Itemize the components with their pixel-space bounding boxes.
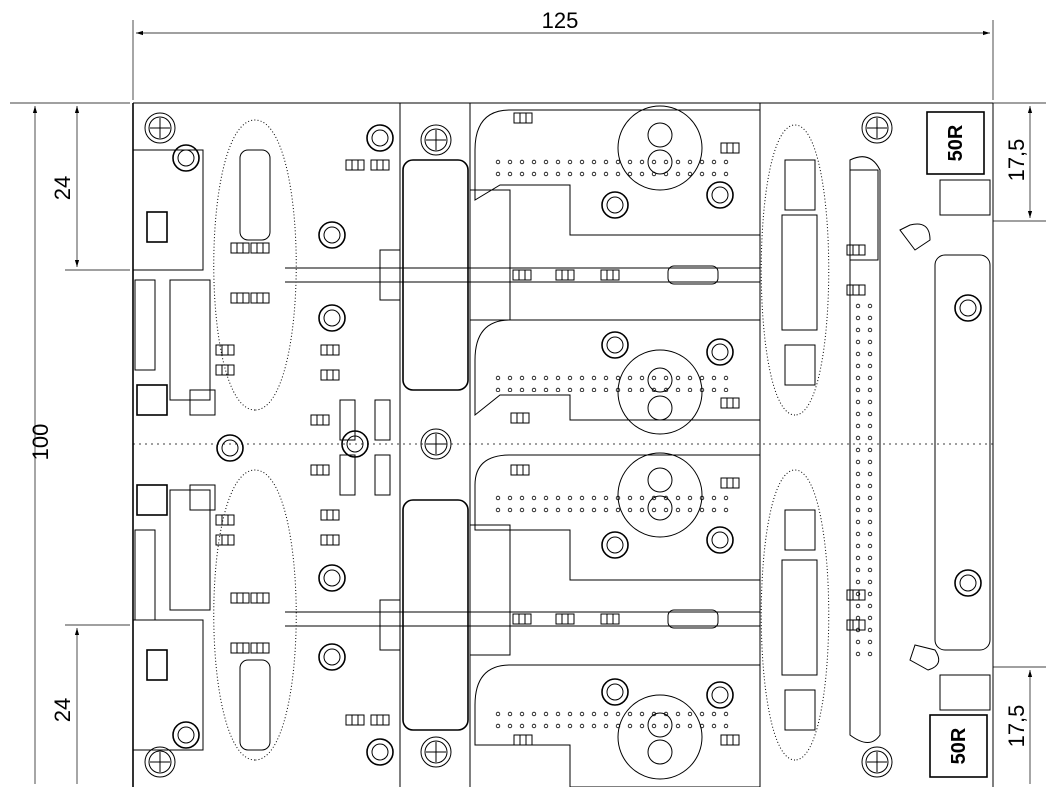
left-bottom-label: 24 — [50, 698, 75, 722]
mounting-screws — [144, 112, 893, 778]
right-output-section — [781, 156, 991, 743]
smd-components — [215, 112, 866, 746]
right-bottom-label: 17,5 — [1004, 705, 1029, 748]
left-top-label: 24 — [50, 176, 75, 200]
load-label-top: 50R — [945, 124, 967, 161]
width-dimension: 125 — [132, 8, 994, 100]
right-top-label: 17,5 — [1004, 139, 1029, 182]
height-label: 100 — [28, 424, 53, 461]
left-top-dimension: 24 — [50, 106, 130, 271]
load-label-bottom: 50R — [948, 727, 970, 764]
left-input-section — [132, 144, 244, 751]
transistor-flanges — [318, 124, 511, 766]
load-resistor-top: 50R — [926, 111, 985, 175]
load-resistor-bottom: 50R — [929, 714, 988, 778]
microstrip-lines — [285, 265, 760, 629]
coils — [213, 119, 830, 761]
left-bottom-dimension: 24 — [50, 624, 130, 784]
right-bottom-dimension: 17,5 — [993, 666, 1046, 784]
height-dimension: 100 — [10, 102, 130, 784]
width-label: 125 — [542, 8, 579, 33]
right-top-dimension: 17,5 — [993, 102, 1046, 222]
output-areas — [474, 105, 761, 787]
